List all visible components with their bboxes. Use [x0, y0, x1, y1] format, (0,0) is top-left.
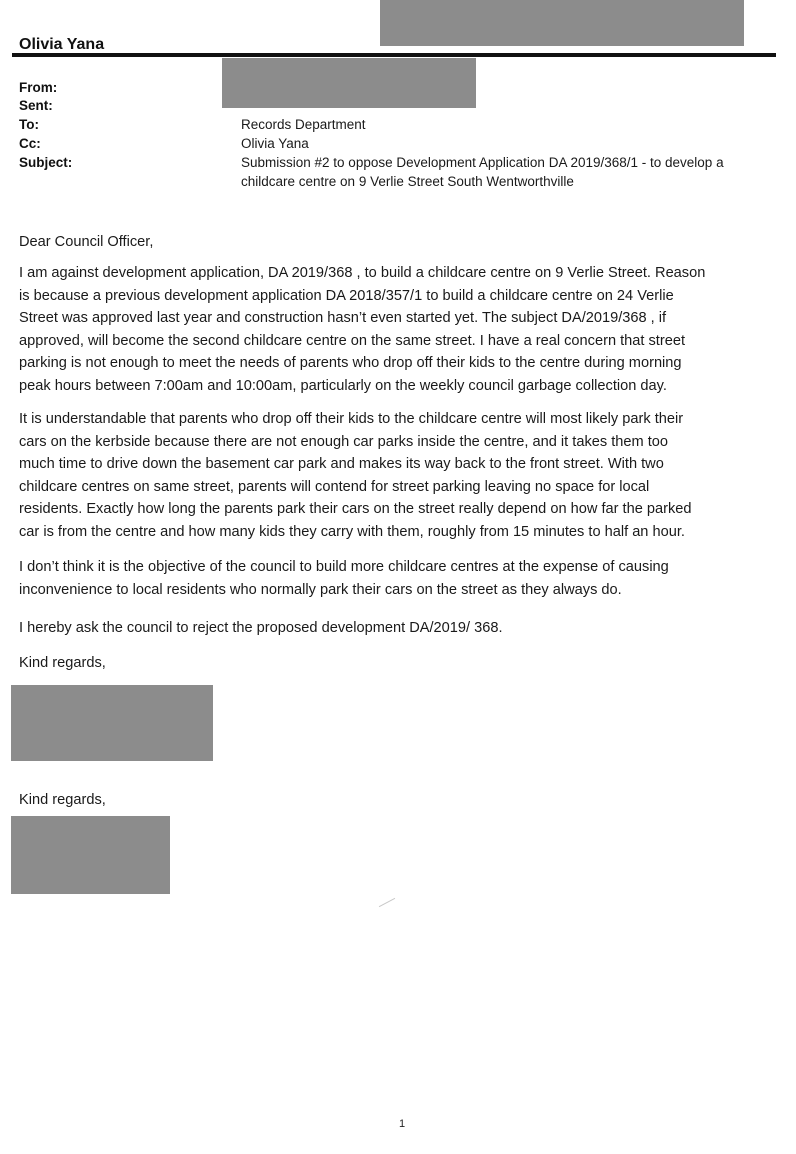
- paragraph-2-line: much time to drive down the basement car…: [19, 456, 664, 473]
- to-value: Records Department: [241, 117, 366, 132]
- paragraph-1-line: is because a previous development applic…: [19, 287, 674, 304]
- closing-kind-regards-1: Kind regards,: [19, 655, 106, 671]
- header-rule: [12, 53, 776, 57]
- subject-line-1: Submission #2 to oppose Development Appl…: [241, 155, 724, 170]
- sender-name: Olivia Yana: [19, 36, 105, 53]
- paragraph-1-line: approved, will become the second childca…: [19, 332, 686, 349]
- paragraph-2-line: It is understandable that parents who dr…: [19, 411, 684, 427]
- paragraph-4: I hereby ask the council to reject the p…: [19, 617, 779, 640]
- paragraph-1-line: peak hours between 7:00am and 10:00am, p…: [19, 377, 667, 394]
- redaction-block-signature-1: [11, 685, 213, 761]
- paragraph-2-line: childcare centres on same street, parent…: [19, 478, 650, 495]
- paragraph-2-line: residents. Exactly how long the parents …: [19, 501, 692, 518]
- subject-line-2: childcare centre on 9 Verlie Street Sout…: [241, 174, 574, 189]
- paragraph-2-line: cars on the kerbside because there are n…: [19, 433, 669, 450]
- paragraph-1-line: Street was approved last year and constr…: [19, 310, 667, 327]
- closing-kind-regards-2: Kind regards,: [19, 792, 106, 808]
- paragraph-2: It is understandable that parents who dr…: [19, 408, 779, 544]
- paragraph-3: I don’t think it is the objective of the…: [19, 556, 779, 601]
- redaction-block-from-sent: [222, 58, 476, 108]
- from-label: From:: [19, 80, 58, 95]
- paragraph-3-line: I don’t think it is the objective of the…: [19, 559, 669, 575]
- cc-label: Cc:: [19, 136, 41, 151]
- redaction-block-top: [380, 0, 744, 46]
- paragraph-3-line: inconvenience to local residents who nor…: [19, 581, 622, 598]
- scan-speck: [378, 897, 396, 908]
- to-label: To:: [19, 117, 39, 132]
- salutation: Dear Council Officer,: [19, 234, 154, 250]
- page-number: 1: [399, 1118, 406, 1130]
- paragraph-2-line: car is from the centre and how many kids…: [19, 523, 685, 540]
- paragraph-1: I am against development application, DA…: [19, 262, 779, 398]
- paragraph-1-line: I am against development application, DA…: [19, 265, 706, 281]
- paragraph-4-line: I hereby ask the council to reject the p…: [19, 620, 503, 636]
- paragraph-1-line: parking is not enough to meet the needs …: [19, 355, 682, 372]
- redaction-block-signature-2: [11, 816, 170, 894]
- sent-label: Sent:: [19, 98, 53, 113]
- subject-label: Subject:: [19, 155, 73, 170]
- cc-value: Olivia Yana: [241, 136, 309, 151]
